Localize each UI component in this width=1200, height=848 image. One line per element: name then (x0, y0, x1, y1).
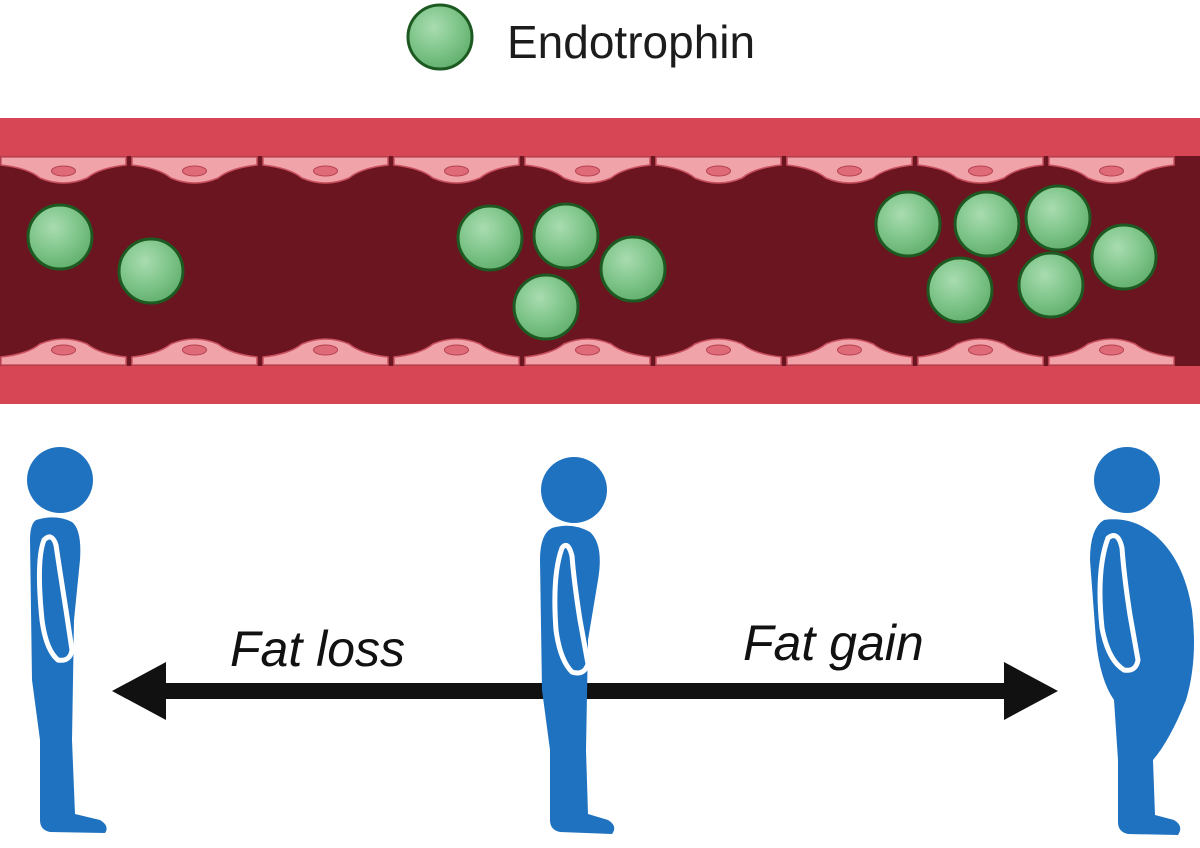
endotrophin-particle (532, 202, 600, 270)
endothelial-cell (524, 156, 651, 184)
endotrophin-particle (953, 190, 1021, 258)
endothelial-cell (786, 338, 913, 366)
vessel-wall-top (0, 118, 1200, 158)
endotrophin-particle (1024, 184, 1092, 252)
endothelial-cell (131, 338, 258, 366)
arrow-head-right (1004, 662, 1058, 720)
fat-change-arrow: Fat loss Fat gain (112, 615, 1058, 720)
legend-label: Endotrophin (507, 16, 755, 68)
blood-vessel (0, 118, 1200, 404)
endotrophin-particle (117, 237, 185, 305)
fat-loss-label: Fat loss (230, 621, 405, 677)
fat-gain-label: Fat gain (743, 615, 924, 671)
endothelial-cell (917, 156, 1044, 184)
endothelial-cell (655, 338, 782, 366)
normal-person-icon (540, 457, 615, 834)
endotrophin-particle (874, 190, 942, 258)
endotrophin-particle (926, 256, 994, 324)
endothelium-top (0, 156, 1175, 184)
endothelial-cell (262, 338, 389, 366)
endothelial-cell (786, 156, 913, 184)
endotrophin-particle (1017, 251, 1085, 319)
endotrophin-particle (512, 273, 580, 341)
endothelial-cell (1048, 156, 1175, 184)
endotrophin-legend-icon (406, 3, 474, 71)
endotrophin-particle (599, 235, 667, 303)
endothelial-cell (655, 156, 782, 184)
endothelial-cell (0, 156, 127, 184)
vessel-wall-bottom (0, 362, 1200, 404)
endothelium-bottom (0, 338, 1175, 366)
endothelial-cell (262, 156, 389, 184)
arrow-head-left (112, 662, 166, 720)
endothelial-cell (524, 338, 651, 366)
endotrophin-particle (456, 204, 524, 272)
endothelial-cell (917, 338, 1044, 366)
endotrophin-particle (1090, 223, 1158, 291)
legend: Endotrophin (406, 3, 755, 71)
lean-person-icon (27, 447, 107, 833)
endothelial-cell (131, 156, 258, 184)
vessel-lumen (0, 156, 1200, 366)
endothelial-cell (393, 338, 520, 366)
endothelial-cell (1048, 338, 1175, 366)
endothelial-cell (0, 338, 127, 366)
obese-person-icon (1090, 447, 1194, 835)
endothelial-cell (393, 156, 520, 184)
endotrophin-particles (26, 184, 1158, 341)
endotrophin-particle (26, 203, 94, 271)
